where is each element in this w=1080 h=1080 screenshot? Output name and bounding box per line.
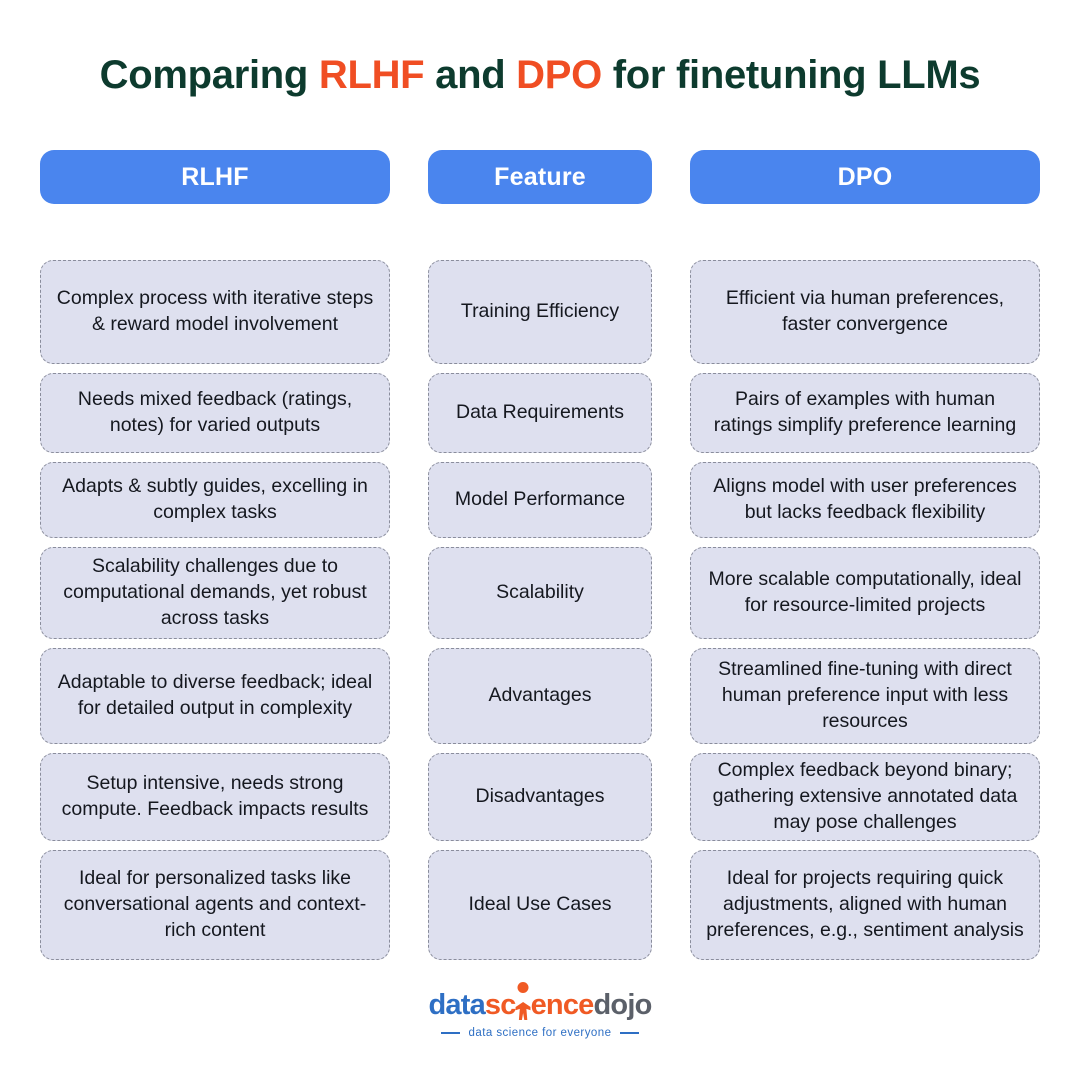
- title-segment-3: for finetuning LLMs: [601, 52, 981, 97]
- cell-dpo: Efficient via human preferences, faster …: [690, 260, 1040, 364]
- cell-feature: Model Performance: [428, 462, 652, 538]
- cell-feature: Scalability: [428, 547, 652, 639]
- cell-rlhf: Setup intensive, needs strong compute. F…: [40, 753, 390, 841]
- logo-word-data: data: [428, 989, 485, 1021]
- page-title: Comparing RLHF and DPO for finetuning LL…: [100, 53, 981, 98]
- brand-tagline: data science for everyone: [468, 1027, 612, 1039]
- table-row: Setup intensive, needs strong compute. F…: [40, 753, 1040, 841]
- table-row: Needs mixed feedback (ratings, notes) fo…: [40, 373, 1040, 453]
- cell-dpo: Pairs of examples with human ratings sim…: [690, 373, 1040, 453]
- column-header-feature: Feature: [428, 150, 652, 204]
- cell-dpo: Streamlined fine-tuning with direct huma…: [690, 648, 1040, 744]
- table-row: Ideal for personalized tasks like conver…: [40, 850, 1040, 960]
- cell-dpo: Complex feedback beyond binary; gatherin…: [690, 753, 1040, 841]
- cell-dpo: Aligns model with user preferences but l…: [690, 462, 1040, 538]
- cell-feature: Advantages: [428, 648, 652, 744]
- person-icon-body: [515, 1002, 531, 1020]
- cell-rlhf: Needs mixed feedback (ratings, notes) fo…: [40, 373, 390, 453]
- logo-word-dojo: dojo: [593, 989, 653, 1021]
- table-header-row: RLHF Feature DPO: [40, 150, 1040, 204]
- cell-dpo: More scalable computationally, ideal for…: [690, 547, 1040, 639]
- comparison-table: RLHF Feature DPO Complex process with it…: [0, 150, 1080, 960]
- person-icon: [515, 982, 531, 1020]
- title-segment-1: Comparing: [99, 52, 319, 97]
- cell-rlhf: Ideal for personalized tasks like conver…: [40, 850, 390, 960]
- column-header-rlhf: RLHF: [40, 150, 390, 204]
- tagline-dash-right: [620, 1032, 640, 1034]
- cell-dpo: Ideal for projects requiring quick adjus…: [690, 850, 1040, 960]
- logo-word-ence: ence: [530, 989, 595, 1021]
- table-row: Scalability challenges due to computatio…: [40, 547, 1040, 639]
- tagline-dash-left: [440, 1032, 460, 1034]
- cell-feature: Training Efficiency: [428, 260, 652, 364]
- title-highlight-rlhf: RLHF: [318, 52, 425, 97]
- brand-tagline-container: data science for everyone: [440, 1027, 640, 1039]
- cell-rlhf: Adapts & subtly guides, excelling in com…: [40, 462, 390, 538]
- title-segment-2: and: [424, 52, 517, 97]
- table-row: Adaptable to diverse feedback; ideal for…: [40, 648, 1040, 744]
- table-row: Complex process with iterative steps & r…: [40, 260, 1040, 364]
- cell-rlhf: Adaptable to diverse feedback; ideal for…: [40, 648, 390, 744]
- logo-word-sc: sc: [484, 989, 516, 1021]
- cell-feature: Data Requirements: [428, 373, 652, 453]
- column-header-dpo: DPO: [690, 150, 1040, 204]
- cell-feature: Disadvantages: [428, 753, 652, 841]
- table-row: Adapts & subtly guides, excelling in com…: [40, 462, 1040, 538]
- person-icon-head: [517, 982, 529, 993]
- page-title-container: Comparing RLHF and DPO for finetuning LL…: [0, 0, 1080, 150]
- cell-rlhf: Complex process with iterative steps & r…: [40, 260, 390, 364]
- cell-rlhf: Scalability challenges due to computatio…: [40, 547, 390, 639]
- cell-feature: Ideal Use Cases: [428, 850, 652, 960]
- title-highlight-dpo: DPO: [516, 52, 602, 97]
